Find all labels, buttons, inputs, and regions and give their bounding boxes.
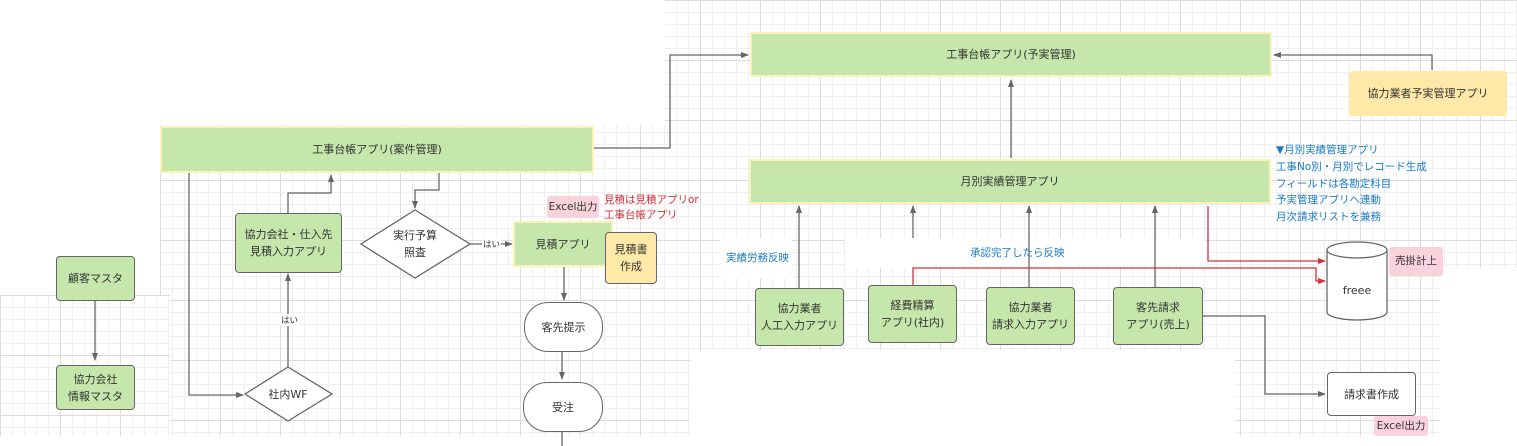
monthly-actual-app-label: 月別実績管理アプリ xyxy=(960,175,1060,188)
customer-presentation-node[interactable]: 客先提示 xyxy=(524,302,603,352)
labor-reflect-label: 実績労務反映 xyxy=(726,252,789,264)
excel-output-tag-right: Excel出力 xyxy=(1374,416,1428,436)
customer-master-node[interactable]: 顧客マスタ xyxy=(56,256,135,301)
budget-actual-app-node[interactable]: 工事台帳アプリ(予実管理) xyxy=(750,32,1272,77)
monthly-actual-app-node[interactable]: 月別実績管理アプリ xyxy=(749,159,1271,204)
case-ledger-app-label: 工事台帳アプリ(案件管理) xyxy=(312,143,442,156)
yes-label-check: はい xyxy=(482,238,502,250)
canvas-blank-top-left xyxy=(0,0,665,125)
quote-note-line-2: 工事台帳アプリ xyxy=(604,209,678,221)
partner-quote-app-node[interactable]: 協力会社・仕入先 見積入力アプリ xyxy=(235,213,342,273)
customer-presentation-label: 客先提示 xyxy=(541,320,586,334)
budget-check-label: 実行予算 照査 xyxy=(393,229,437,259)
monthly-note-line-4: 予実管理アプリへ連動 xyxy=(1276,194,1381,206)
customer-billing-app-node[interactable]: 客先請求 アプリ(売上) xyxy=(1113,287,1203,345)
case-ledger-app-node[interactable]: 工事台帳アプリ(案件管理) xyxy=(160,126,594,173)
partner-labor-app-label: 協力業者 人工入力アプリ xyxy=(761,302,838,332)
budget-check-decision-node[interactable]: 実行予算 照査 xyxy=(370,224,460,264)
partner-budget-app-label: 協力業者予実管理アプリ xyxy=(1367,87,1489,100)
partner-quote-app-label: 協力会社・仕入先 見積入力アプリ xyxy=(244,228,333,258)
sales-posting-tag-label: 売掛計上 xyxy=(1395,255,1437,267)
freee-db-label: freee xyxy=(1342,283,1372,297)
monthly-note-line-3: フィールドは各勘定科目 xyxy=(1276,178,1392,190)
sales-posting-tag: 売掛計上 xyxy=(1389,247,1443,276)
canvas-blank-right xyxy=(1440,268,1517,446)
order-received-label: 受注 xyxy=(552,400,574,414)
expense-app-node[interactable]: 経費精算 アプリ(社内) xyxy=(868,285,957,343)
internal-wf-decision-node[interactable]: 社内WF xyxy=(255,384,321,404)
customer-master-label: 顧客マスタ xyxy=(68,272,123,285)
canvas-blank-bottom-left xyxy=(0,436,690,446)
partner-invoice-app-label: 協力業者 請求入力アプリ xyxy=(992,301,1069,331)
invoice-creation-node[interactable]: 請求書作成 xyxy=(1327,372,1416,416)
approval-reflect-label: 承認完了したら反映 xyxy=(970,247,1065,259)
partner-invoice-app-node[interactable]: 協力業者 請求入力アプリ xyxy=(986,287,1075,345)
invoice-creation-label: 請求書作成 xyxy=(1344,387,1399,401)
quote-app-label: 見積アプリ xyxy=(535,237,591,251)
freee-db-node[interactable]: freee xyxy=(1327,278,1387,302)
canvas-blank-mid-label xyxy=(845,238,1205,268)
canvas-blank-mid-label-left xyxy=(720,238,792,278)
partner-master-node[interactable]: 協力会社 情報マスタ xyxy=(56,365,135,410)
yes-label-wf: はい xyxy=(280,314,300,326)
quote-doc-label: 見積書 作成 xyxy=(614,243,648,273)
partner-labor-app-node[interactable]: 協力業者 人工入力アプリ xyxy=(755,288,844,346)
partner-budget-app-node[interactable]: 協力業者予実管理アプリ xyxy=(1349,71,1507,116)
quote-doc-node[interactable]: 見積書 作成 xyxy=(605,232,657,284)
budget-actual-app-label: 工事台帳アプリ(予実管理) xyxy=(946,48,1076,61)
monthly-note-line-5: 月次請求リストを兼務 xyxy=(1276,211,1381,223)
quote-note-line-1: 見積は見積アプリor xyxy=(604,194,699,206)
partner-master-label: 協力会社 情報マスタ xyxy=(68,372,123,403)
excel-output-tag-right-label: Excel出力 xyxy=(1376,419,1426,432)
excel-output-tag-left: Excel出力 xyxy=(547,196,599,218)
canvas-grid-left xyxy=(0,295,170,436)
quote-app-node[interactable]: 見積アプリ xyxy=(513,221,613,267)
excel-output-tag-left-label: Excel出力 xyxy=(548,200,598,213)
expense-app-label: 経費精算 アプリ(社内) xyxy=(880,299,945,329)
canvas-blank-bottom-middle xyxy=(690,350,1235,446)
canvas-blank-left xyxy=(0,125,160,245)
order-received-node[interactable]: 受注 xyxy=(523,382,603,432)
monthly-note-line-2: 工事No別・月別でレコード生成 xyxy=(1276,161,1427,173)
customer-billing-app-label: 客先請求 アプリ(売上) xyxy=(1126,301,1190,331)
monthly-note-line-1: ▼月別実績管理アプリ xyxy=(1276,144,1379,156)
internal-wf-label: 社内WF xyxy=(268,387,308,401)
